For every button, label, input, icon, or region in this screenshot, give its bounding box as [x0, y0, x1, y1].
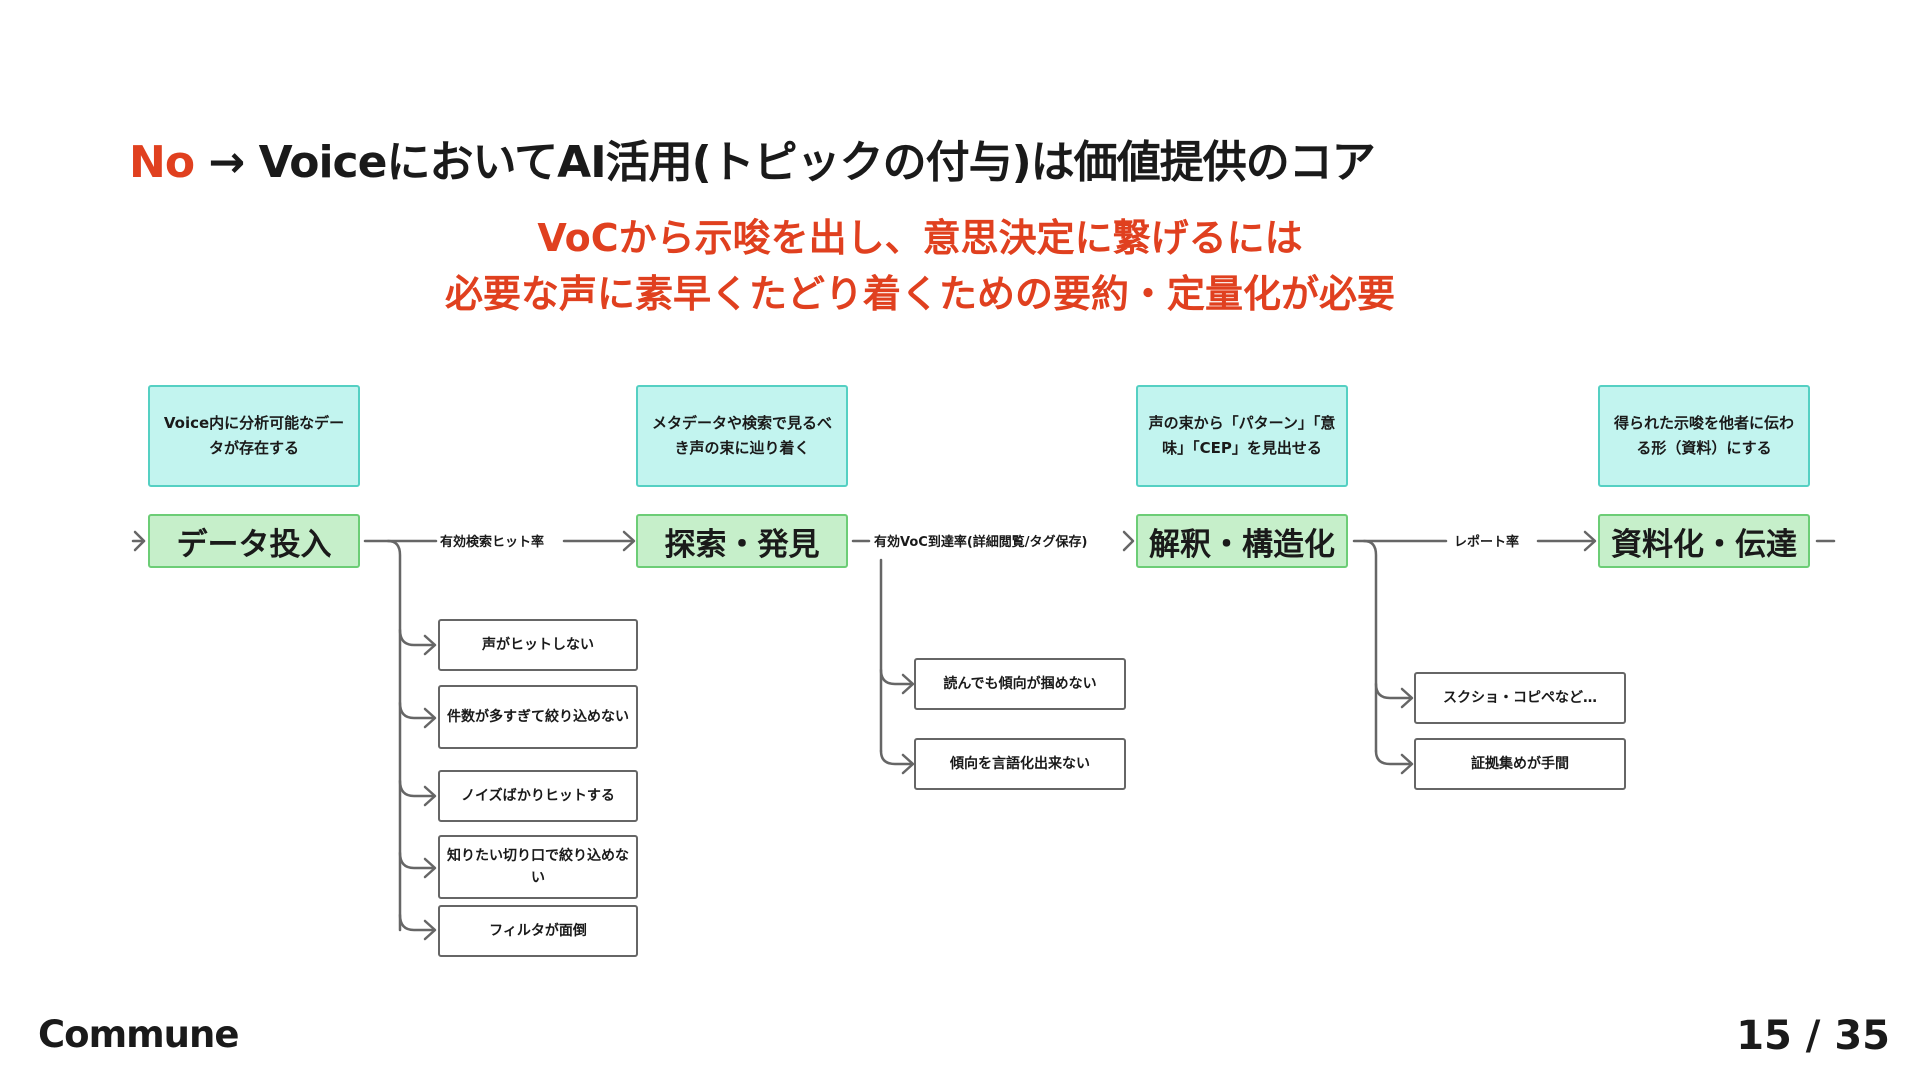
stage-explore: 探索・発見 [636, 514, 848, 568]
pain-cannot-filter: 知りたい切り口で絞り込めない [438, 835, 638, 899]
subtitle-line-2: 必要な声に素早くたどり着くための要約・定量化が必要 [444, 272, 1395, 316]
title-arrow: → [208, 137, 245, 188]
pain-screenshot: スクショ・コピペなど… [1414, 672, 1626, 724]
pain-cannot-verbalize: 傾向を言語化出来ない [914, 738, 1126, 790]
note-interpret: 声の束から「パターン」「意味」「CEP」を見出せる [1136, 385, 1348, 487]
commune-logo: Commune [38, 1013, 239, 1056]
pain-evidence: 証拠集めが手間 [1414, 738, 1626, 790]
stage-interpret: 解釈・構造化 [1136, 514, 1348, 568]
metric-search-hit-rate: 有効検索ヒット率 [438, 531, 547, 550]
title-text: VoiceにおいてAI活用(トピックの付与)は価値提供のコア [244, 137, 1376, 188]
pain-too-many: 件数が多すぎて絞り込めない [438, 685, 638, 749]
metric-voc-reach-rate: 有効VoC到達率(詳細閲覧/タグ保存) [872, 531, 1090, 550]
note-explore: メタデータや検索で見るべき声の束に辿り着く [636, 385, 848, 487]
note-data-input: Voice内に分析可能なデータが存在する [148, 385, 360, 487]
pain-no-trend: 読んでも傾向が掴めない [914, 658, 1126, 710]
note-document: 得られた示唆を他者に伝わる形（資料）にする [1598, 385, 1810, 487]
pain-noise: ノイズばかりヒットする [438, 770, 638, 822]
page-number: 15 / 35 [1736, 1013, 1890, 1059]
title-highlight: No [129, 137, 195, 188]
metric-report-rate: レポート率 [1452, 531, 1522, 550]
slide-title: No → VoiceにおいてAI活用(トピックの付与)は価値提供のコア [129, 126, 1376, 190]
pain-no-hits: 声がヒットしない [438, 619, 638, 671]
subtitle-line-1: VoCから示唆を出し、意思決定に繋げるには [537, 216, 1303, 260]
stage-data-input: データ投入 [148, 514, 360, 568]
stage-document: 資料化・伝達 [1598, 514, 1810, 568]
pain-filter-tedious: フィルタが面倒 [438, 905, 638, 957]
